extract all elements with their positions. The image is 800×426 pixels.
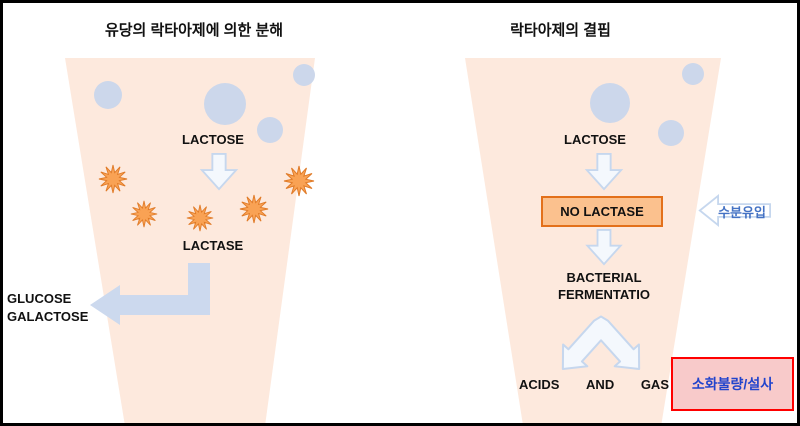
lactose-molecule — [658, 120, 684, 146]
down-arrow-icon — [584, 153, 624, 191]
left-panel-title: 유당의 락타아제에 의한 분해 — [104, 22, 284, 39]
and-label: AND — [586, 377, 615, 392]
lactose-label-left: LACTOSE — [182, 132, 244, 147]
lactase-enzyme-burst-icon — [130, 200, 158, 228]
lactose-label-right: LACTOSE — [564, 132, 626, 147]
fermentation-label: BACTERIAL FERMENTATIO — [543, 269, 665, 303]
right-panel-title: 락타아제의 결핍 — [510, 22, 611, 39]
lactose-molecule — [590, 83, 630, 123]
gas-label: GAS — [640, 377, 669, 392]
lactase-enzyme-burst-icon — [283, 165, 315, 197]
indigestion-diarrhea-box: 소화불량/설사 — [671, 357, 794, 411]
lactase-enzyme-burst-icon — [239, 194, 269, 224]
water-influx-left-arrow-icon — [698, 194, 771, 227]
water-influx-label: 수분유입 — [718, 205, 766, 220]
lactose-molecule — [94, 81, 122, 109]
bent-left-arrow-icon — [90, 263, 210, 325]
down-arrow-icon — [199, 153, 239, 191]
no-lactase-box: NO LACTASE — [541, 196, 663, 227]
lactase-enzyme-burst-icon — [186, 204, 214, 232]
split-arrow-icon — [561, 315, 641, 371]
lactase-label: LACTASE — [182, 238, 244, 253]
lactose-molecule — [293, 64, 315, 86]
acids-label: ACIDS — [519, 377, 560, 392]
lactase-enzyme-burst-icon — [98, 164, 128, 194]
lactose-molecule — [204, 83, 246, 125]
lactose-molecule — [682, 63, 704, 85]
fermentation-line2: FERMENTATIO — [558, 287, 650, 302]
fermentation-line1: BACTERIAL — [566, 270, 642, 285]
acids-and-gas-row: ACIDS AND GAS — [519, 377, 669, 392]
lactose-molecule — [257, 117, 283, 143]
product-galactose-label: GALACTOSE — [7, 309, 89, 324]
product-glucose-label: GLUCOSE — [7, 291, 72, 306]
down-arrow-icon — [585, 229, 623, 266]
